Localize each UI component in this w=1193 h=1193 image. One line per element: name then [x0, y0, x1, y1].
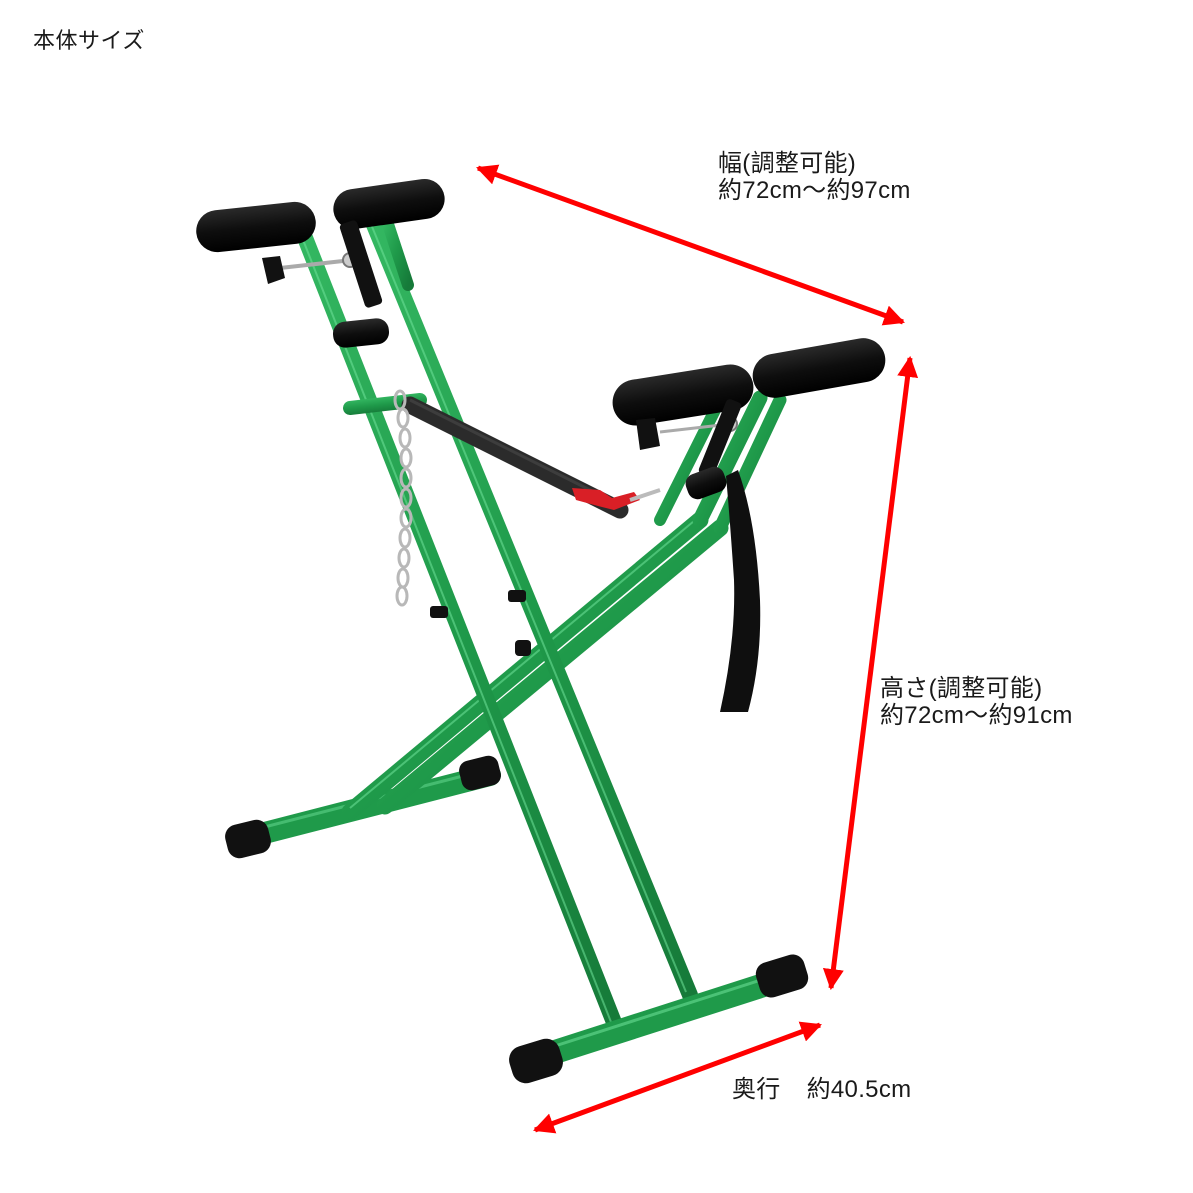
foam-handle-icon	[333, 178, 445, 230]
red-hook-icon	[572, 488, 640, 510]
clip-icon	[430, 606, 448, 618]
rubber-foot-cap-icon	[459, 755, 501, 791]
width-dimension-arrow	[476, 164, 905, 326]
height-dimension-arrow	[822, 355, 919, 991]
chain-icon	[393, 389, 413, 607]
height-label-title: 高さ(調整可能)	[880, 675, 1043, 702]
height-dimension-label: 高さ(調整可能) 約72cm〜約91cm	[880, 675, 1073, 729]
height-label-value: 約72cm〜約91cm	[880, 702, 1073, 729]
clip-icon	[508, 590, 526, 602]
depth-label-value: 約40.5cm	[806, 1076, 912, 1103]
top-handles	[196, 178, 445, 348]
depth-dimension-label: 奥行約40.5cm	[732, 1076, 911, 1103]
width-label-value: 約72cm〜約97cm	[718, 177, 911, 204]
width-dimension-label: 幅(調整可能) 約72cm〜約97cm	[718, 150, 911, 204]
clip-icon	[515, 640, 531, 656]
depth-label-title: 奥行	[732, 1076, 781, 1103]
tension-bar	[401, 396, 661, 519]
foam-handle-icon	[612, 364, 754, 426]
front-base-bar	[509, 954, 809, 1084]
width-label-title: 幅(調整可能)	[718, 150, 857, 177]
depth-dimension-arrow	[533, 1021, 822, 1134]
rubber-foot-cap-icon	[755, 954, 809, 998]
foam-handle-icon	[752, 338, 886, 398]
front-frame	[292, 207, 698, 1033]
rubber-foot-cap-icon	[225, 819, 271, 859]
page-title: 本体サイズ	[33, 29, 145, 54]
foam-handle-icon	[196, 201, 316, 253]
hanging-strap	[720, 470, 761, 712]
